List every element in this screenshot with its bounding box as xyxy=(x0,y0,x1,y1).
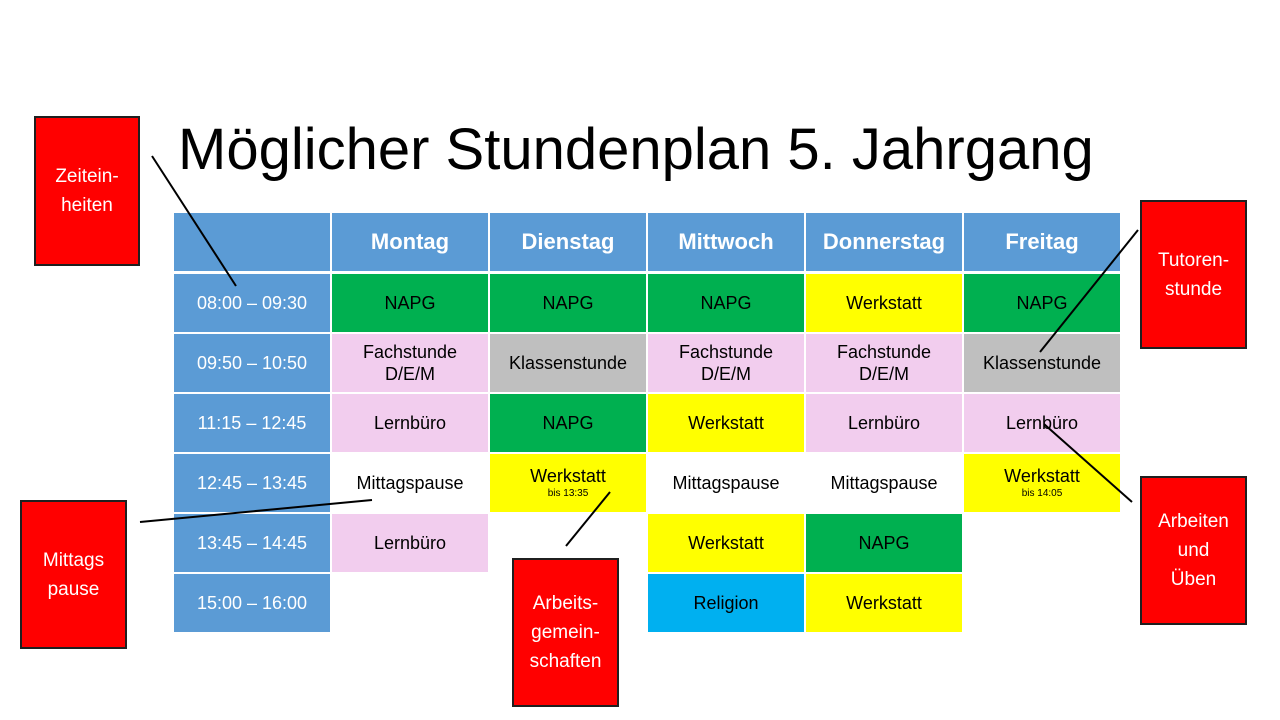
lesson-label: Lernbüro xyxy=(1005,413,1079,433)
lesson-cell: Klassenstunde xyxy=(964,334,1120,392)
day-label: Dienstag xyxy=(521,229,615,254)
day-header-2: Dienstag xyxy=(490,213,646,271)
day-header-5: Freitag xyxy=(964,213,1120,271)
time-label: 12:45 – 13:45 xyxy=(196,473,308,493)
lesson-cell: Werkstatt bis 14:05 xyxy=(964,454,1120,512)
lesson-cell: Klassenstunde xyxy=(490,334,646,392)
time-label: 11:15 – 12:45 xyxy=(197,413,307,433)
lesson-label: Lernbüro xyxy=(847,413,921,433)
lesson-cell: Werkstatt xyxy=(806,574,962,632)
lesson-cell: NAPG xyxy=(648,274,804,332)
lesson-label: Werkstatt xyxy=(688,533,764,553)
lesson-label: Werkstatt xyxy=(846,293,922,313)
lesson-cell: Werkstatt xyxy=(806,274,962,332)
lesson-label: Lernbüro xyxy=(373,413,447,433)
time-slot-1: 08:00 – 09:30 xyxy=(174,274,330,332)
lesson-label: Klassenstunde xyxy=(508,353,628,373)
day-label: Freitag xyxy=(1005,229,1079,254)
lesson-label: Mittagspause xyxy=(356,473,464,493)
lesson-label: Mittagspause xyxy=(830,473,938,493)
lesson-cell: NAPG xyxy=(490,274,646,332)
connector-arbeitsgemeinschaften xyxy=(565,491,611,547)
time-slot-3: 11:15 – 12:45 xyxy=(174,394,330,452)
time-label: 09:50 – 10:50 xyxy=(196,353,308,373)
lesson-label: Fachstunde xyxy=(678,342,774,362)
lesson-cell: Lernbüro xyxy=(332,514,488,572)
time-label: 13:45 – 14:45 xyxy=(196,533,308,553)
lesson-label: Mittagspause xyxy=(672,473,780,493)
page-title: Möglicher Stundenplan 5. Jahrgang xyxy=(178,117,1094,182)
lesson-cell: Mittagspause xyxy=(332,454,488,512)
day-label: Montag xyxy=(370,229,450,254)
lesson-label: Werkstatt xyxy=(530,466,606,486)
callout-tutorenstunde: Tutoren- stunde xyxy=(1140,200,1247,349)
day-label: Mittwoch xyxy=(678,229,774,254)
day-header-3: Mittwoch xyxy=(648,213,804,271)
callout-zeiteinheiten: Zeitein- heiten xyxy=(34,116,140,266)
lesson-label: NAPG xyxy=(858,533,910,553)
lesson-label: NAPG xyxy=(700,293,752,313)
lesson-cell: Werkstatt xyxy=(648,394,804,452)
lesson-label: Werkstatt xyxy=(688,413,764,433)
lesson-cell: Mittagspause xyxy=(648,454,804,512)
lesson-label: NAPG xyxy=(1016,293,1068,313)
lesson-cell: Werkstatt bis 13:35 xyxy=(490,454,646,512)
lesson-label: NAPG xyxy=(542,293,594,313)
lesson-label: NAPG xyxy=(384,293,436,313)
lesson-cell: NAPG xyxy=(806,514,962,572)
time-slot-4: 12:45 – 13:45 xyxy=(174,454,330,512)
lesson-label: Fachstunde xyxy=(362,342,458,362)
lesson-cell: Lernbüro xyxy=(964,394,1120,452)
lesson-time-note: bis 14:05 xyxy=(1021,488,1063,499)
time-label: 15:00 – 16:00 xyxy=(196,593,308,613)
lesson-label: Werkstatt xyxy=(1004,466,1080,486)
lesson-time-note: bis 13:35 xyxy=(547,488,589,499)
day-header-4: Donnerstag xyxy=(806,213,962,271)
lesson-cell: Lernbüro xyxy=(332,394,488,452)
day-label: Donnerstag xyxy=(822,229,946,254)
lesson-cell: Lernbüro xyxy=(806,394,962,452)
time-slot-2: 09:50 – 10:50 xyxy=(174,334,330,392)
header-corner xyxy=(174,213,330,271)
lesson-label: Lernbüro xyxy=(373,533,447,553)
lesson-label: NAPG xyxy=(542,413,594,433)
lesson-label-line2: D/E/M xyxy=(384,364,435,384)
lesson-label: Klassenstunde xyxy=(982,353,1102,373)
lesson-label: Werkstatt xyxy=(846,593,922,613)
day-header-1: Montag xyxy=(332,213,488,271)
time-slot-5: 13:45 – 14:45 xyxy=(174,514,330,572)
lesson-cell: NAPG xyxy=(490,394,646,452)
lesson-cell: Werkstatt xyxy=(648,514,804,572)
callout-arbeiten-ueben: Arbeiten und Üben xyxy=(1140,476,1247,625)
callout-arbeitsgemeinschaften: Arbeits- gemein- schaften xyxy=(512,558,619,707)
lesson-label-line2: D/E/M xyxy=(700,364,751,384)
connector-tutorenstunde xyxy=(1039,229,1139,353)
lesson-cell: Religion xyxy=(648,574,804,632)
connector-arbeiten-ueben xyxy=(1043,423,1133,503)
callout-mittagspause: Mittags pause xyxy=(20,500,127,649)
time-label: 08:00 – 09:30 xyxy=(196,293,308,313)
lesson-cell: NAPG xyxy=(332,274,488,332)
connector-mittagspause xyxy=(139,499,373,523)
lesson-label: Fachstunde xyxy=(836,342,932,362)
lesson-label: Religion xyxy=(693,593,759,613)
connector-zeiteinheiten xyxy=(151,155,237,287)
lesson-label-line2: D/E/M xyxy=(858,364,909,384)
lesson-cell: Mittagspause xyxy=(806,454,962,512)
time-slot-6: 15:00 – 16:00 xyxy=(174,574,330,632)
